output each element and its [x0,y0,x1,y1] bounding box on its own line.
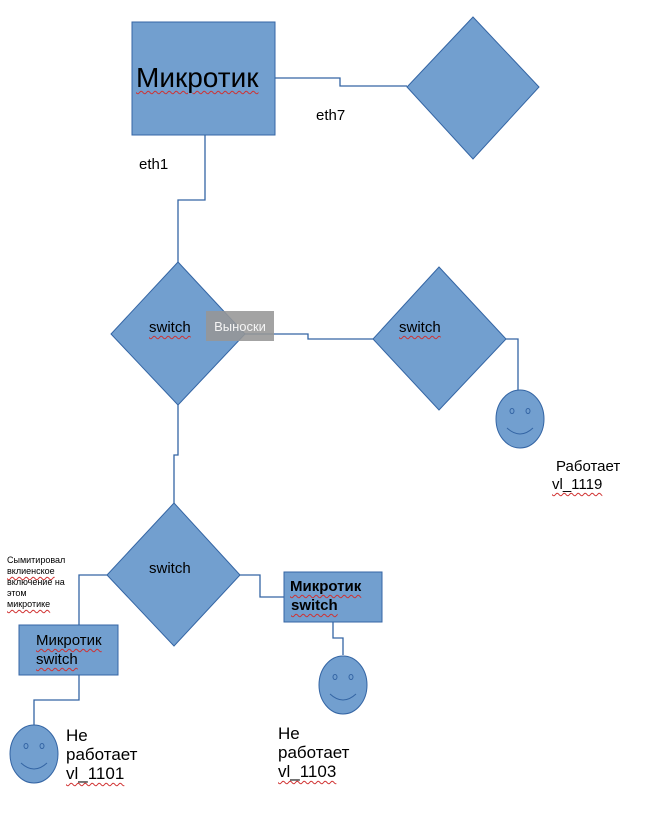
status-left-line2: работает [66,745,138,764]
tooltip-callouts: Выноски [206,311,274,341]
router-label: Микротик [136,62,259,93]
status-left-line1: Не [66,726,88,745]
switch-diamond-top-left[interactable] [110,261,246,406]
note-line2: вклиенское [7,566,55,576]
smiley-face-icon[interactable] [495,389,545,449]
mikrotik-switch-left-line1: Микротик [36,632,102,649]
status-middle-line3: vl_1103 [278,762,337,781]
switch-diamond-bottom[interactable] [106,502,241,647]
link-switch-bottom-to-mikrotik-right [240,574,284,598]
link-mikrotik-left-to-client [33,675,80,725]
status-right-line2: vl_1119 [552,476,603,493]
link-switch-to-switch [245,333,373,340]
note-line3: включение на [7,577,65,587]
switch-diamond-top-right[interactable] [372,266,507,411]
mikrotik-switch-left-line2: switch [36,651,78,668]
status-middle-line2: работает [278,743,350,762]
switch-label-top-left: switch [149,319,191,336]
connector-lines [33,77,519,725]
link-switch-bottom-to-mikrotik-left [78,574,107,625]
mikrotik-switch-right-line2: switch [291,597,338,614]
port-label-eth7: eth7 [316,107,346,124]
link-router-to-diamond [275,77,407,87]
status-middle-line1: Не [278,724,300,743]
link-mikrotik-right-to-client [332,622,344,655]
mikrotik-switch-box-left[interactable] [18,624,119,676]
link-switch-to-client-right [506,338,519,390]
status-right-line1: Работает [556,458,621,475]
mikrotik-switch-box-right[interactable] [283,571,383,623]
unknown-device-diamond[interactable] [406,16,540,160]
link-switch-to-switch-bottom [173,405,179,503]
link-router-eth1-to-switch [177,135,206,262]
note-line1: Сымитировал [7,555,66,565]
note-line5: микротике [7,599,51,609]
router-box[interactable] [131,21,276,136]
smiley-face-icon[interactable] [9,724,59,784]
switch-label-bottom: switch [149,560,191,577]
note-line4: этом [7,588,27,598]
status-left-line3: vl_1101 [66,764,125,783]
smiley-face-icon[interactable] [318,655,368,715]
mikrotik-switch-right-line1: Микротик [290,578,362,595]
switch-label-top-right: switch [399,319,441,336]
port-label-eth1: eth1 [139,156,169,173]
